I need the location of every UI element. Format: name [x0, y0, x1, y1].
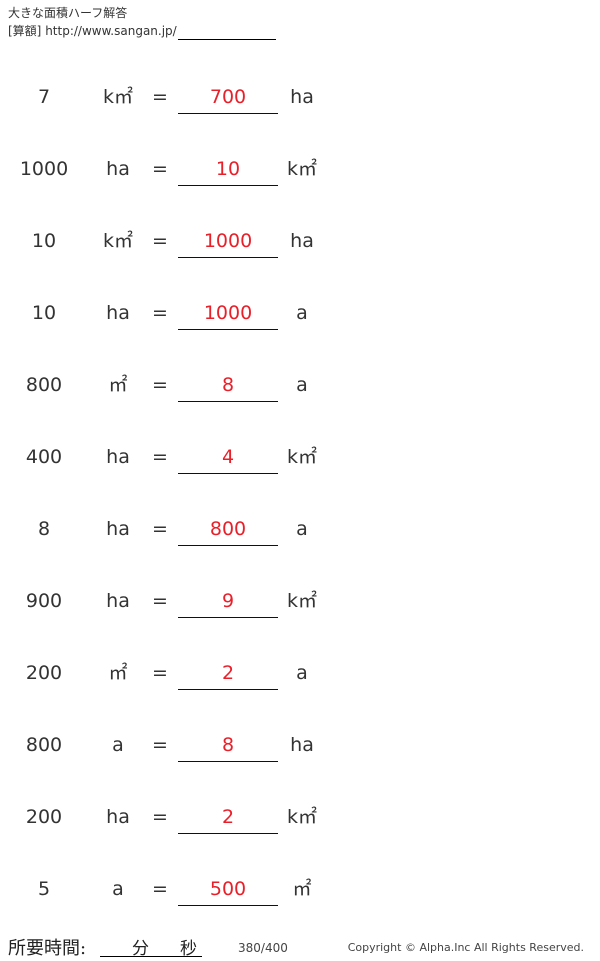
- answer-field[interactable]: 9: [178, 581, 278, 618]
- problem-row: 200 ha = 2 k㎡: [0, 797, 600, 837]
- from-unit: ha: [106, 446, 130, 468]
- to-unit: a: [296, 374, 308, 396]
- source-line: [算額] http://www.sangan.jp/: [8, 22, 276, 40]
- problem-row: 7 k㎡ = 700 ha: [0, 77, 600, 117]
- from-unit: a: [112, 734, 124, 756]
- answer-field[interactable]: 8: [178, 725, 278, 762]
- to-unit: ㎡: [292, 878, 312, 900]
- to-unit: k㎡: [286, 806, 317, 828]
- problem-value: 200: [25, 806, 63, 828]
- answer-field[interactable]: 500: [178, 869, 278, 906]
- time-blank-line: [100, 934, 202, 957]
- from-unit: ha: [106, 806, 130, 828]
- equals-sign: =: [152, 734, 168, 756]
- to-unit: ha: [290, 230, 314, 252]
- equals-sign: =: [152, 662, 168, 684]
- problem-value: 800: [25, 734, 63, 756]
- equals-sign: =: [152, 374, 168, 396]
- from-unit: ha: [106, 518, 130, 540]
- from-unit: ha: [106, 302, 130, 324]
- problem-row: 8 ha = 800 a: [0, 509, 600, 549]
- answer-field[interactable]: 8: [178, 365, 278, 402]
- answer-field[interactable]: 2: [178, 653, 278, 690]
- equals-sign: =: [152, 518, 168, 540]
- equals-sign: =: [152, 158, 168, 180]
- to-unit: a: [296, 302, 308, 324]
- problem-value: 10: [31, 302, 57, 324]
- equals-sign: =: [152, 230, 168, 252]
- problem-value: 200: [25, 662, 63, 684]
- equals-sign: =: [152, 302, 168, 324]
- to-unit: ha: [290, 734, 314, 756]
- problem-value: 10: [31, 230, 57, 252]
- seconds-label: 秒: [180, 939, 197, 959]
- from-unit: ha: [106, 590, 130, 612]
- page-number: 380/400: [238, 941, 288, 955]
- from-unit: k㎡: [102, 86, 133, 108]
- equals-sign: =: [152, 590, 168, 612]
- worksheet-footer: 所要時間: 分 秒 380/400 Copyright © Alpha.Inc …: [0, 926, 600, 961]
- problem-row: 10 ha = 1000 a: [0, 293, 600, 333]
- to-unit: a: [296, 662, 308, 684]
- equals-sign: =: [152, 446, 168, 468]
- equals-sign: =: [152, 878, 168, 900]
- answer-field[interactable]: 4: [178, 437, 278, 474]
- answer-field[interactable]: 1000: [178, 221, 278, 258]
- from-unit: ㎡: [108, 374, 128, 396]
- problem-value: 8: [37, 518, 51, 540]
- problem-value: 900: [25, 590, 63, 612]
- answer-field[interactable]: 700: [178, 77, 278, 114]
- copyright-notice: Copyright © Alpha.Inc All Rights Reserve…: [347, 941, 584, 954]
- time-required-label: 所要時間:: [8, 938, 87, 959]
- to-unit: k㎡: [286, 590, 317, 612]
- problem-row: 800 a = 8 ha: [0, 725, 600, 765]
- from-unit: ha: [106, 158, 130, 180]
- to-unit: ha: [290, 86, 314, 108]
- problem-row: 5 a = 500 ㎡: [0, 869, 600, 909]
- problem-value: 5: [37, 878, 51, 900]
- minutes-label: 分: [132, 939, 149, 959]
- problem-row: 400 ha = 4 k㎡: [0, 437, 600, 477]
- answer-field[interactable]: 800: [178, 509, 278, 546]
- worksheet-header: 大きな面積ハーフ解答 [算額] http://www.sangan.jp/: [8, 4, 276, 40]
- name-blank-line: [177, 25, 276, 40]
- source-url[interactable]: http://www.sangan.jp/: [45, 24, 177, 38]
- answer-field[interactable]: 1000: [178, 293, 278, 330]
- problem-value: 400: [25, 446, 63, 468]
- problem-value: 7: [37, 86, 51, 108]
- problem-value: 1000: [19, 158, 69, 180]
- equals-sign: =: [152, 86, 168, 108]
- problem-row: 10 k㎡ = 1000 ha: [0, 221, 600, 261]
- source-tag: [算額]: [8, 24, 42, 38]
- problem-value: 800: [25, 374, 63, 396]
- equals-sign: =: [152, 806, 168, 828]
- worksheet-title: 大きな面積ハーフ解答: [8, 6, 128, 20]
- to-unit: a: [296, 518, 308, 540]
- problem-row: 1000 ha = 10 k㎡: [0, 149, 600, 189]
- problem-row: 900 ha = 9 k㎡: [0, 581, 600, 621]
- from-unit: ㎡: [108, 662, 128, 684]
- answer-field[interactable]: 2: [178, 797, 278, 834]
- to-unit: k㎡: [286, 158, 317, 180]
- from-unit: a: [112, 878, 124, 900]
- answer-field[interactable]: 10: [178, 149, 278, 186]
- from-unit: k㎡: [102, 230, 133, 252]
- to-unit: k㎡: [286, 446, 317, 468]
